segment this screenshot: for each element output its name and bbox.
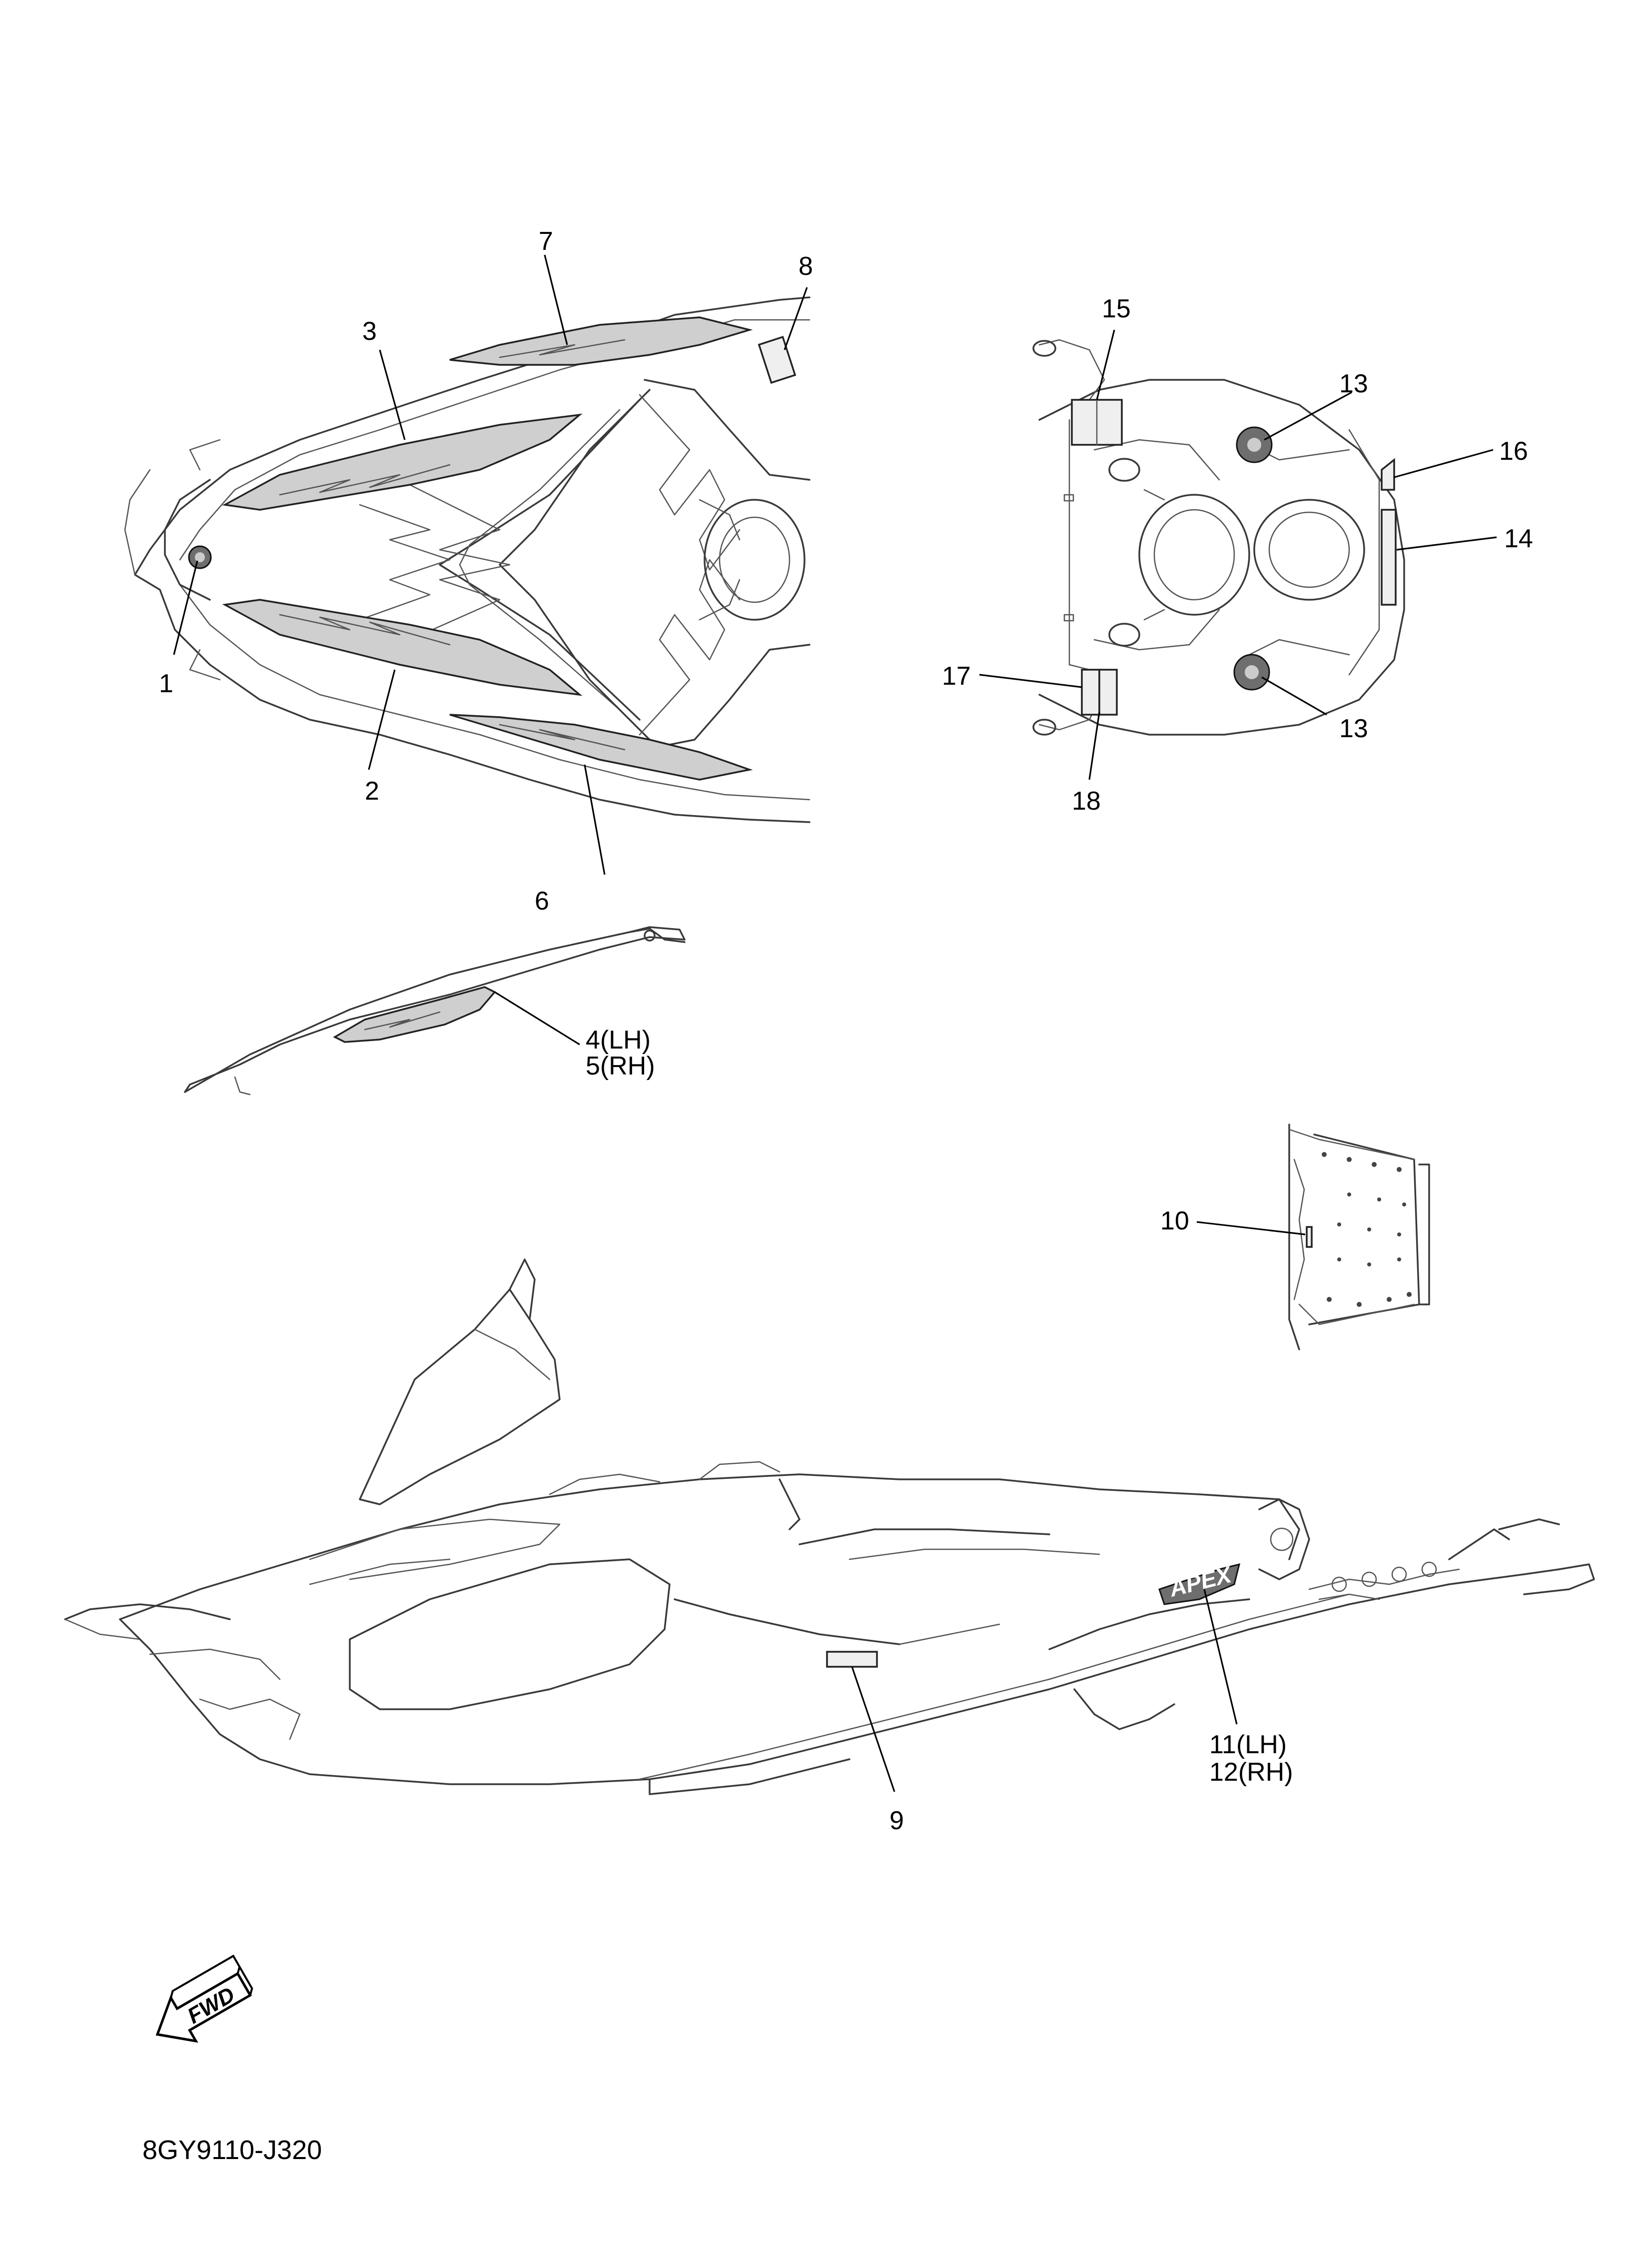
callout-5-rh: 5(RH) — [586, 1052, 655, 1081]
decal-3-hood-upper — [222, 413, 583, 511]
decal-11-12-apex-badge — [1158, 1563, 1241, 1605]
callout-9: 9 — [889, 1806, 904, 1835]
decal-16 — [1381, 458, 1395, 491]
hood-top-view — [124, 296, 811, 823]
decal-2-hood-lower — [222, 599, 583, 696]
callout-18: 18 — [1072, 787, 1101, 816]
decal-10 — [1306, 1226, 1313, 1248]
decal-7-side-upper — [449, 316, 753, 366]
diagram-code: 8GY9110-J320 — [142, 2135, 322, 2165]
callout-13-lower: 13 — [1339, 714, 1368, 743]
decal-14 — [1381, 509, 1397, 606]
callout-16: 16 — [1499, 437, 1528, 466]
tank-top-view — [1032, 339, 1405, 736]
leader-lines — [173, 254, 1497, 1792]
decal-6-side-lower — [449, 714, 753, 781]
callout-8: 8 — [799, 252, 813, 281]
callout-14: 14 — [1504, 524, 1533, 553]
tunnel-plate-view — [1288, 1124, 1430, 1350]
callout-7: 7 — [539, 227, 553, 256]
callout-12-rh: 12(RH) — [1209, 1758, 1293, 1787]
fwd-arrow-icon: FWD — [155, 1954, 253, 2043]
callout-6: 6 — [535, 887, 549, 916]
decal-8-small-label — [758, 336, 797, 384]
callout-15: 15 — [1102, 294, 1131, 323]
callout-2: 2 — [365, 777, 379, 806]
callout-1: 1 — [159, 669, 173, 698]
callout-13-upper: 13 — [1339, 369, 1368, 398]
side-panel-view — [184, 926, 686, 1096]
callout-17: 17 — [942, 662, 971, 691]
decal-17 — [1081, 669, 1100, 716]
decal-18 — [1098, 669, 1118, 716]
callout-10: 10 — [1160, 1206, 1189, 1235]
sled-side-view: APEX — [64, 1258, 1595, 1795]
callout-3: 3 — [362, 317, 377, 346]
callout-labels: 1 2 3 4(LH) 5(RH) 6 7 8 9 10 11(LH) 12(R… — [159, 227, 1533, 1835]
callout-11-lh: 11(LH) — [1209, 1730, 1287, 1759]
decal-9 — [826, 1651, 878, 1668]
callout-4-lh: 4(LH) — [586, 1026, 651, 1055]
decal-4-5-side-panel — [333, 986, 496, 1043]
